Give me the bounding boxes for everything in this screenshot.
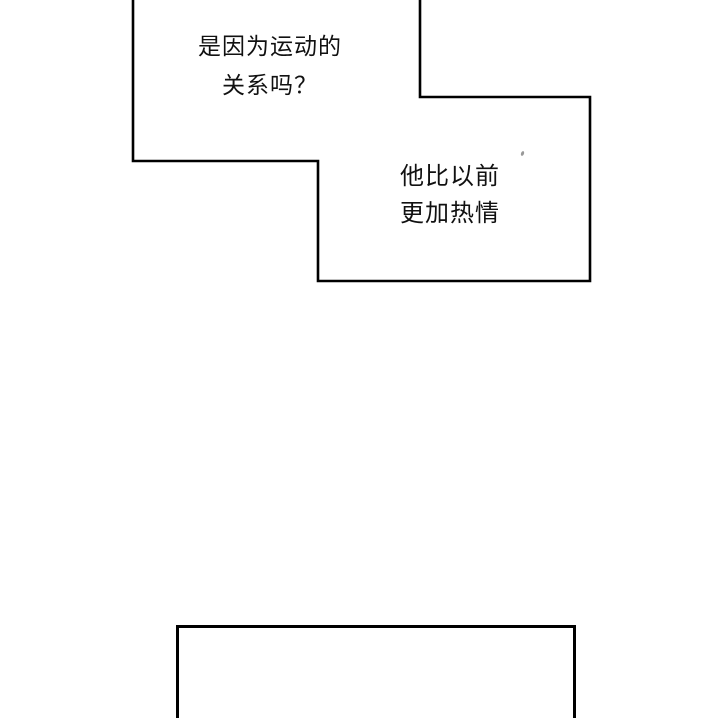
bottom-panel-frame: [176, 625, 576, 718]
speech-bubble-2: 他比以前 更加热情: [370, 158, 530, 232]
speech-bubble-2-line-1: 他比以前: [400, 162, 500, 190]
speech-bubble-1: 是因为运动的 关系吗？: [150, 28, 390, 106]
speech-bubble-1-line-1: 是因为运动的: [198, 34, 342, 60]
speech-bubble-outline: [131, 0, 592, 283]
speech-bubble-shape: [131, 0, 592, 283]
speech-bubble-1-line-2: 关系吗？: [222, 73, 318, 99]
speech-bubble-2-line-2: 更加热情: [400, 199, 500, 227]
